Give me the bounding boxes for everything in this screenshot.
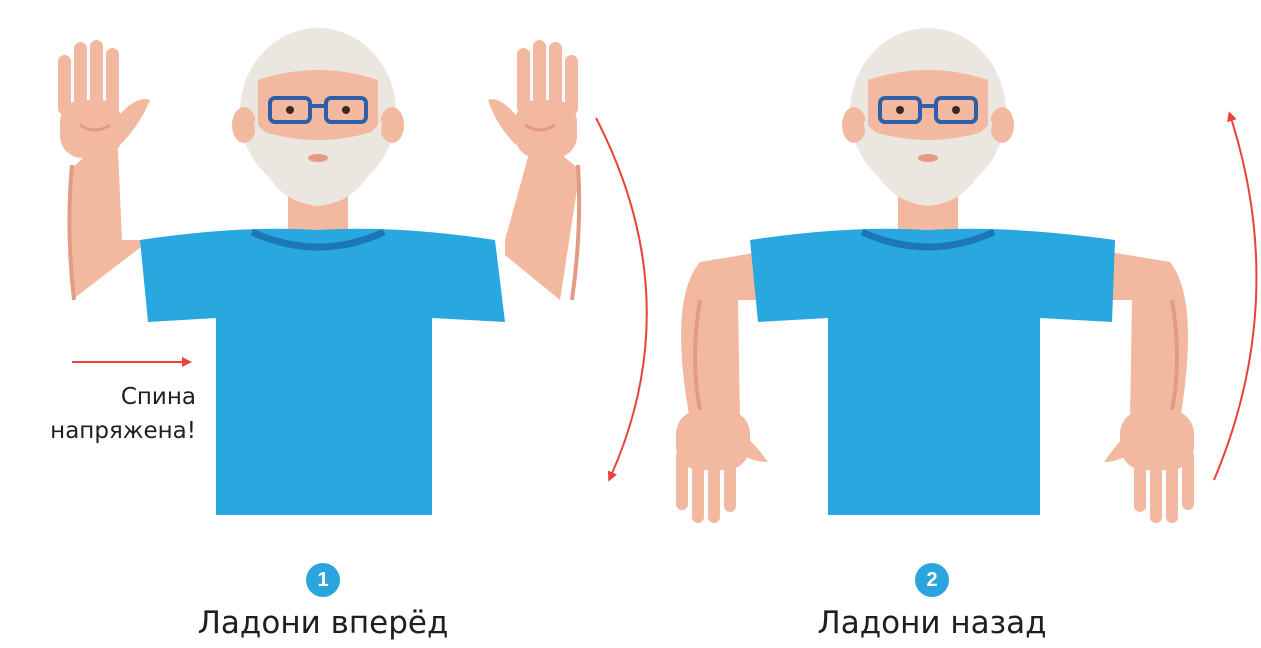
step-2-caption: Ладони назад — [782, 605, 1082, 641]
left-hand-lowered — [676, 410, 768, 523]
back-tense-note: Спина напряжена! — [0, 380, 196, 448]
step-2-badge: 2 — [915, 563, 949, 597]
step-1-badge: 1 — [306, 563, 340, 597]
right-hand-lowered — [1104, 410, 1194, 523]
rotation-arrow-down — [596, 118, 647, 478]
right-hand-raised — [488, 40, 578, 158]
shirt — [750, 229, 1115, 515]
left-hand-raised — [58, 40, 150, 158]
note-line-1: Спина — [0, 380, 196, 414]
shirt — [140, 229, 505, 515]
rotation-arrow-up — [1214, 115, 1256, 480]
note-line-2: напряжена! — [0, 414, 196, 448]
figure-palms-back — [676, 28, 1194, 523]
step-1-caption: Ладони вперёд — [173, 605, 473, 641]
